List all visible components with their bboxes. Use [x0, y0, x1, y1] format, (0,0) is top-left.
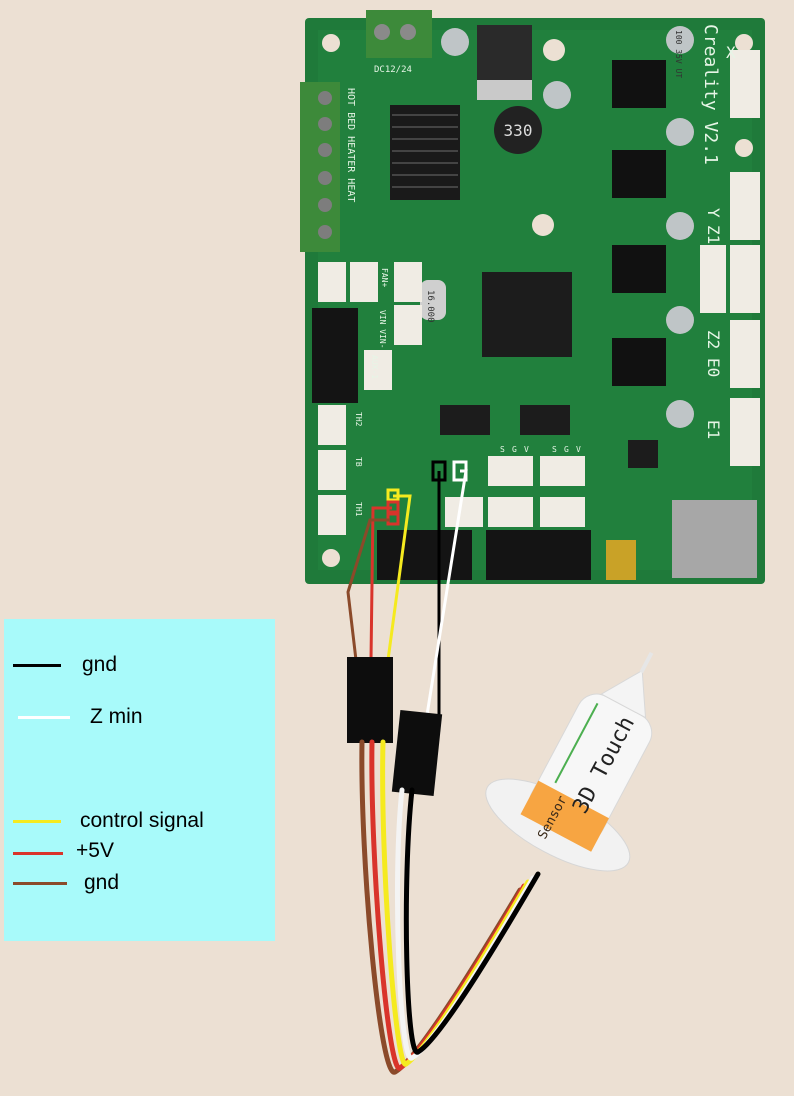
- endstop-connectors: [445, 456, 585, 527]
- axis-label-z2: Z2: [704, 330, 723, 349]
- pin-label-s2: S: [552, 445, 557, 454]
- mosfet-heatsink: [390, 105, 460, 200]
- axis-connectors: [700, 50, 760, 466]
- driver-e: [612, 338, 666, 386]
- axis-label-y: Y: [704, 208, 723, 218]
- sensor-connector-3pin: [347, 657, 393, 743]
- legend-swatch-5v: [13, 852, 63, 855]
- controller-board: DC12/24 HOT BED HEATER HEAT 330: [300, 10, 765, 584]
- driver-x: [612, 60, 666, 108]
- wire-gnd-brown: [346, 518, 390, 661]
- legend-swatch-zmin: [18, 716, 70, 719]
- mount-hole: [322, 549, 340, 567]
- regulator: [477, 25, 532, 80]
- legend-label-gnd-brown: gnd: [84, 871, 120, 894]
- inductor-label: 330: [504, 121, 533, 140]
- crystal: [420, 280, 446, 320]
- wire-5v: [369, 506, 392, 661]
- heater-label: HOT BED HEATER HEAT: [345, 88, 356, 202]
- left-connectors: [318, 262, 422, 535]
- sensor-ring: [520, 780, 609, 852]
- wire-zmin: [425, 469, 468, 716]
- exp-header-2: [486, 530, 591, 580]
- heater-terminal: [300, 82, 340, 252]
- inductor: [494, 106, 542, 154]
- legend-swatch-gnd-black: [13, 664, 61, 667]
- stepper-drivers: [612, 60, 666, 386]
- cap-label: 100 35V UT: [674, 30, 683, 78]
- bltouch-sensor: [485, 651, 654, 872]
- therm-label-3: TH1: [354, 502, 363, 517]
- pin-label-v2: V: [576, 445, 581, 454]
- vin-label: VIN VIN-: [378, 310, 387, 349]
- sd-slot: [672, 500, 757, 578]
- mcu-chip: [482, 272, 572, 357]
- brand-label: Creality V2.1: [700, 24, 721, 165]
- axis-label-e0: E0: [704, 358, 723, 377]
- therm-label-1: TH2: [354, 412, 363, 427]
- lcd-header: [312, 308, 358, 403]
- mount-hole: [322, 34, 340, 52]
- pin-label-g2: G: [564, 445, 569, 454]
- capacitors: [441, 26, 694, 428]
- board-wires: [346, 469, 468, 716]
- axis-label-x: X: [726, 43, 736, 62]
- mount-hole: [735, 34, 753, 52]
- power-label: DC12/24: [374, 65, 412, 75]
- therm-label-2: TB: [354, 457, 363, 467]
- axis-label-e1: E1: [704, 420, 723, 439]
- pin-label-s: S: [500, 445, 505, 454]
- pin-label-v: V: [524, 445, 529, 454]
- wire-legend: gnd Z min control signal +5V gnd: [4, 619, 275, 941]
- legend-label-signal: control signal: [80, 809, 204, 832]
- crystal-label: 16.000: [425, 290, 435, 323]
- usb-port: [606, 540, 636, 580]
- legend-swatch-gnd-brown: [13, 882, 67, 885]
- aux-label: AUX-1: [370, 355, 379, 379]
- sensor-connector-2pin: [391, 710, 443, 796]
- legend-swatch-signal: [13, 820, 61, 823]
- driver-y: [612, 150, 666, 198]
- exp-header-1: [377, 530, 472, 580]
- wire-signal: [386, 494, 412, 661]
- driver-z: [612, 245, 666, 293]
- legend-label-gnd-black: gnd: [82, 653, 118, 676]
- fan-label: FAN+: [380, 268, 389, 287]
- legend-label-5v: +5V: [76, 839, 114, 862]
- legend-label-zmin: Z min: [90, 705, 143, 728]
- pin-label-g: G: [512, 445, 517, 454]
- axis-label-z1: Z1: [704, 225, 723, 244]
- sensor-cable: [359, 739, 541, 1075]
